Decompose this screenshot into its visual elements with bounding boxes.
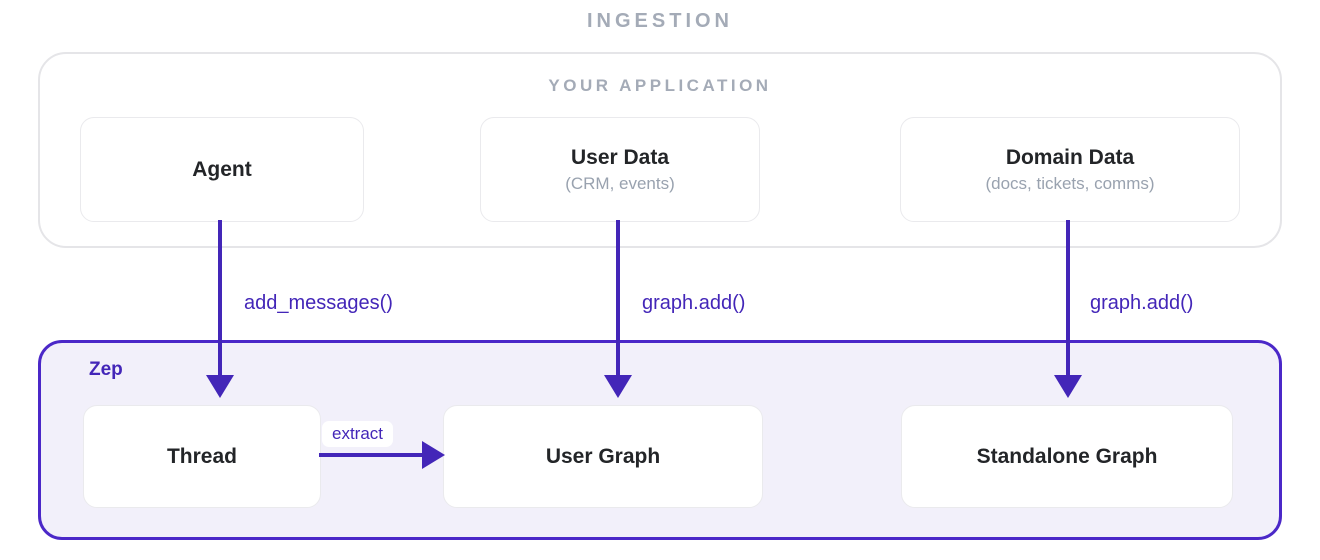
- user-graph-node: User Graph: [443, 405, 763, 508]
- add-messages-arrow-label: add_messages(): [244, 292, 393, 314]
- domain-data-node: Domain Data (docs, tickets, comms): [900, 117, 1240, 222]
- zep-label: Zep: [89, 359, 123, 380]
- diagram-title: INGESTION: [586, 10, 733, 32]
- agent-node-title: Agent: [192, 157, 252, 181]
- thread-node-title: Thread: [166, 444, 237, 468]
- standalone-graph-node-title: Standalone Graph: [976, 444, 1158, 468]
- thread-node: Thread: [83, 405, 321, 508]
- graph-add-arrow-label-domain-data: graph.add(): [1090, 292, 1194, 314]
- your-application-container: YOUR APPLICATION Agent User Data (CRM, e…: [38, 52, 1282, 248]
- standalone-graph-node: Standalone Graph: [901, 405, 1233, 508]
- zep-container: Zep Thread User Graph Standalone Graph: [38, 340, 1282, 540]
- user-data-node-subtitle: (CRM, events): [565, 173, 675, 193]
- domain-data-node-title: Domain Data: [1005, 145, 1135, 169]
- domain-data-node-subtitle: (docs, tickets, comms): [985, 173, 1155, 193]
- graph-add-arrow-label-user-data: graph.add(): [642, 292, 746, 314]
- user-data-node: User Data (CRM, events): [480, 117, 760, 222]
- your-application-label: YOUR APPLICATION: [548, 76, 772, 95]
- extract-arrow-label: extract: [322, 421, 394, 447]
- agent-node: Agent: [80, 117, 364, 222]
- user-data-node-title: User Data: [570, 145, 670, 169]
- user-graph-node-title: User Graph: [545, 444, 661, 468]
